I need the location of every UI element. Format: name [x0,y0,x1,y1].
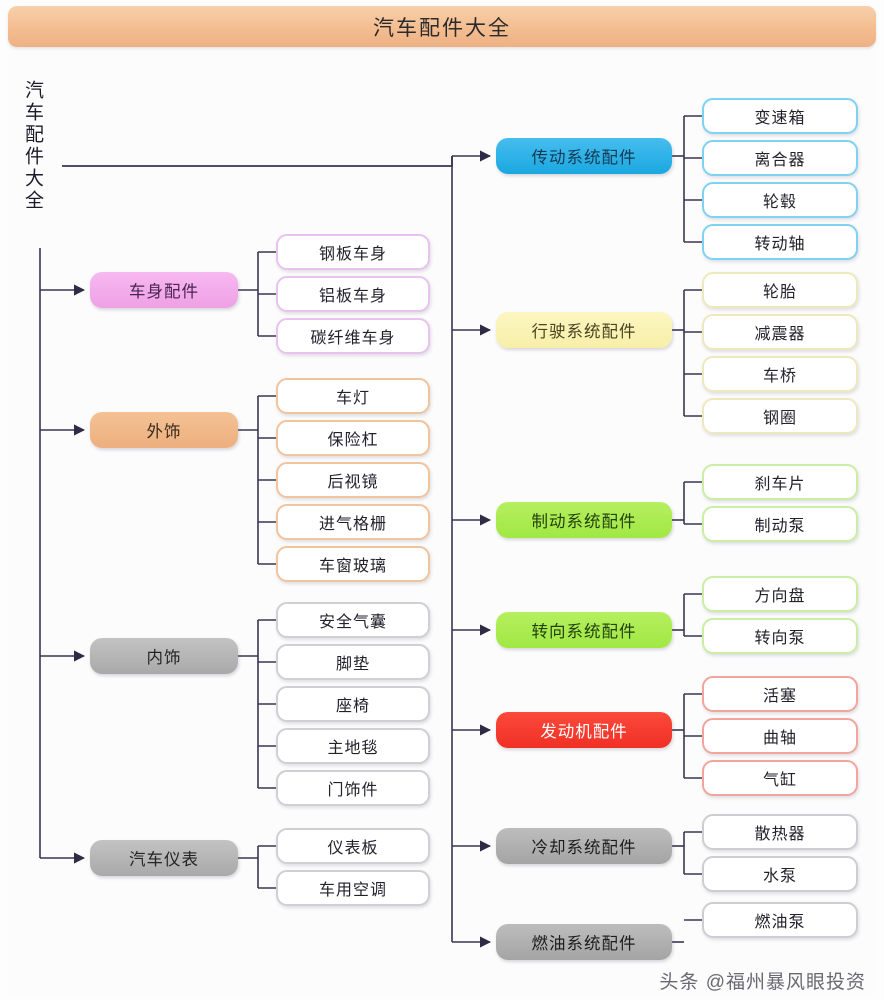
node-label: 转向泵 [754,630,806,647]
node-label: 钢圈 [762,410,797,427]
leaf-node-exterior-4[interactable]: 车窗玻璃 [276,546,430,582]
node-label: 制动系统配件 [531,513,637,531]
node-label: 进气格栅 [318,516,387,533]
leaf-node-exterior-0[interactable]: 车灯 [276,378,430,414]
leaf-node-instruments-1[interactable]: 车用空调 [276,870,430,906]
node-label: 刹车片 [754,476,806,493]
leaf-node-instruments-0[interactable]: 仪表板 [276,828,430,864]
branch-node-steering[interactable]: 转向系统配件 [496,612,672,648]
branch-node-fuel[interactable]: 燃油系统配件 [496,924,672,960]
branch-node-interior[interactable]: 内饰 [90,638,238,674]
node-label: 活塞 [762,688,797,705]
branch-node-running-gear[interactable]: 行驶系统配件 [496,312,672,348]
leaf-node-steering-1[interactable]: 转向泵 [702,618,858,654]
leaf-node-engine-0[interactable]: 活塞 [702,676,858,712]
node-label: 曲轴 [762,730,797,747]
node-label: 安全气囊 [318,614,387,631]
leaf-node-running-gear-3[interactable]: 钢圈 [702,398,858,434]
node-label: 燃油系统配件 [531,935,637,953]
leaf-node-transmission-2[interactable]: 轮毂 [702,182,858,218]
node-label: 车身配件 [129,283,199,301]
branch-node-transmission[interactable]: 传动系统配件 [496,138,672,174]
node-label: 制动泵 [754,518,806,535]
node-label: 主地毯 [327,740,379,757]
node-label: 气缸 [762,772,797,789]
node-label: 车桥 [762,368,797,385]
leaf-node-running-gear-1[interactable]: 减震器 [702,314,858,350]
node-label: 门饰件 [327,782,379,799]
leaf-node-interior-0[interactable]: 安全气囊 [276,602,430,638]
leaf-node-exterior-3[interactable]: 进气格栅 [276,504,430,540]
node-label: 减震器 [754,326,806,343]
leaf-node-transmission-1[interactable]: 离合器 [702,140,858,176]
leaf-node-transmission-3[interactable]: 转动轴 [702,224,858,260]
leaf-node-cooling-0[interactable]: 散热器 [702,814,858,850]
node-label: 转向系统配件 [531,623,637,641]
node-label: 脚垫 [335,656,370,673]
node-label: 保险杠 [327,432,379,449]
branch-node-braking[interactable]: 制动系统配件 [496,502,672,538]
node-label: 冷却系统配件 [531,839,637,857]
node-label: 发动机配件 [540,723,628,741]
node-label: 车用空调 [318,882,387,899]
node-label: 铝板车身 [318,288,387,305]
branch-node-instruments[interactable]: 汽车仪表 [90,840,238,876]
node-label: 外饰 [146,423,182,441]
leaf-node-cooling-1[interactable]: 水泵 [702,856,858,892]
leaf-node-body-parts-2[interactable]: 碳纤维车身 [276,318,430,354]
leaf-node-engine-2[interactable]: 气缸 [702,760,858,796]
leaf-node-body-parts-0[interactable]: 钢板车身 [276,234,430,270]
node-label: 钢板车身 [318,246,387,263]
leaf-node-interior-1[interactable]: 脚垫 [276,644,430,680]
node-label: 座椅 [335,698,370,715]
leaf-node-interior-4[interactable]: 门饰件 [276,770,430,806]
branch-node-cooling[interactable]: 冷却系统配件 [496,828,672,864]
leaf-node-running-gear-2[interactable]: 车桥 [702,356,858,392]
node-label: 仪表板 [327,840,379,857]
node-label: 碳纤维车身 [310,330,396,347]
node-label: 转动轴 [754,236,806,253]
node-label: 传动系统配件 [531,149,637,167]
leaf-node-body-parts-1[interactable]: 铝板车身 [276,276,430,312]
branch-node-engine[interactable]: 发动机配件 [496,712,672,748]
node-label: 散热器 [754,826,806,843]
leaf-node-steering-0[interactable]: 方向盘 [702,576,858,612]
leaf-node-engine-1[interactable]: 曲轴 [702,718,858,754]
node-label: 后视镜 [327,474,379,491]
leaf-node-exterior-2[interactable]: 后视镜 [276,462,430,498]
leaf-node-transmission-0[interactable]: 变速箱 [702,98,858,134]
branch-node-body-parts[interactable]: 车身配件 [90,272,238,308]
leaf-node-braking-0[interactable]: 刹车片 [702,464,858,500]
root-node-label: 汽车配件大全 [22,80,43,212]
leaf-node-interior-2[interactable]: 座椅 [276,686,430,722]
node-label: 车窗玻璃 [318,558,387,575]
node-label: 变速箱 [754,110,806,127]
node-label: 汽车仪表 [129,851,199,869]
node-label: 内饰 [146,649,182,667]
leaf-node-interior-3[interactable]: 主地毯 [276,728,430,764]
node-label: 燃油泵 [754,914,806,931]
node-label: 轮胎 [762,284,797,301]
leaf-node-braking-1[interactable]: 制动泵 [702,506,858,542]
node-label: 水泵 [762,868,797,885]
node-label: 车灯 [335,390,370,407]
node-label: 轮毂 [762,194,797,211]
node-label: 行驶系统配件 [531,323,637,341]
node-label: 方向盘 [754,588,806,605]
leaf-node-exterior-1[interactable]: 保险杠 [276,420,430,456]
page-title: 汽车配件大全 [373,16,511,40]
header-banner: 汽车配件大全 [8,6,876,47]
leaf-node-running-gear-0[interactable]: 轮胎 [702,272,858,308]
leaf-node-fuel-0[interactable]: 燃油泵 [702,902,858,938]
watermark-text: 头条 @福州暴风眼投资 [659,972,866,993]
node-label: 离合器 [754,152,806,169]
branch-node-exterior[interactable]: 外饰 [90,412,238,448]
